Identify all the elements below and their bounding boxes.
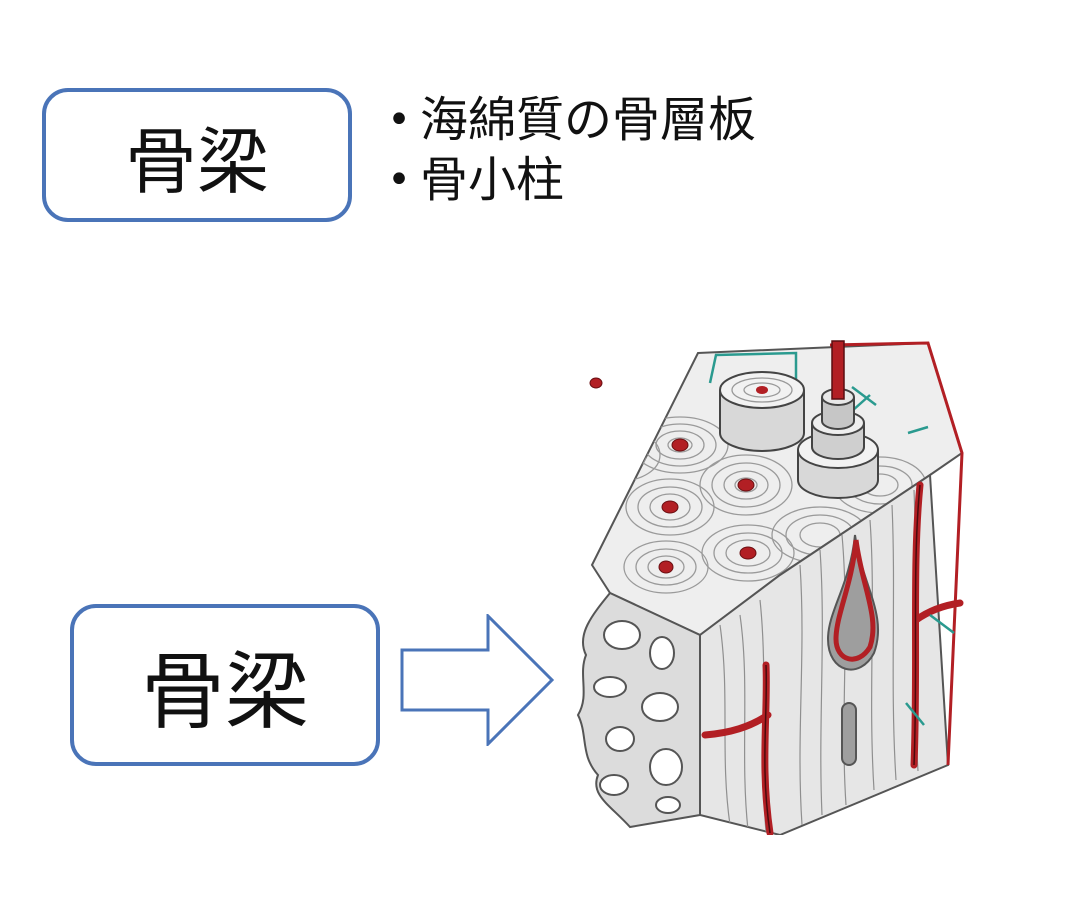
trabecular-space — [605, 726, 635, 752]
central-canal-slit — [841, 702, 857, 766]
bullet-item: • 海綿質の骨層板 — [378, 90, 756, 150]
perforating-fiber — [851, 386, 877, 406]
spongy-bone-region — [576, 591, 701, 829]
bone-cross-section-illustration — [576, 340, 964, 835]
haversian-canal — [671, 438, 689, 452]
trabecular-space — [603, 620, 641, 650]
bottom-term-box: 骨梁 — [70, 604, 380, 766]
haversian-canal — [658, 560, 674, 574]
bullet-item-text: 骨小柱 — [420, 152, 565, 208]
osteon — [699, 454, 793, 516]
trabecular-space — [649, 748, 683, 786]
bullet-dot-icon: • — [387, 157, 411, 203]
osteon-cylinder — [719, 371, 805, 452]
bullet-dot-icon: • — [387, 97, 411, 143]
bullet-item-text: 海綿質の骨層板 — [420, 92, 757, 148]
osteon-cylinder-telescoped — [797, 340, 879, 499]
trabecular-space — [649, 636, 675, 670]
trabecular-space — [655, 796, 681, 814]
blood-vessel — [701, 711, 772, 739]
bullet-item: • 骨小柱 — [378, 150, 756, 210]
perforating-fiber — [907, 425, 929, 435]
trabecular-space — [599, 774, 629, 796]
perforating-fiber — [929, 614, 955, 634]
blood-vessel — [831, 340, 845, 400]
osteon — [625, 478, 715, 536]
haversian-canal — [737, 478, 755, 492]
perforating-fiber — [905, 702, 925, 726]
bottom-term-label: 骨梁 — [140, 642, 309, 741]
trabecular-space — [593, 676, 627, 698]
blood-vessel — [833, 539, 876, 662]
top-term-label: 骨梁 — [124, 119, 269, 204]
perforating-fiber — [708, 351, 798, 384]
osteon — [623, 540, 709, 594]
haversian-canal — [661, 500, 679, 514]
bullet-list: • 海綿質の骨層板 • 骨小柱 — [378, 90, 756, 210]
right-arrow-icon — [400, 614, 555, 746]
periosteum-edge — [829, 341, 964, 766]
trabecular-space — [641, 692, 679, 722]
central-canal-opening — [826, 534, 879, 671]
top-term-box: 骨梁 — [42, 88, 352, 222]
haversian-canal — [739, 546, 757, 560]
haversian-canal — [589, 377, 603, 389]
